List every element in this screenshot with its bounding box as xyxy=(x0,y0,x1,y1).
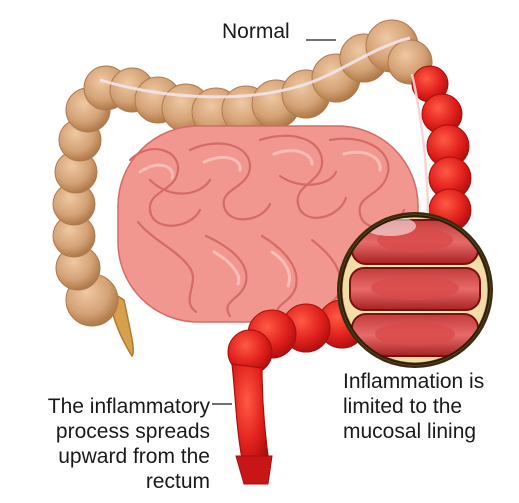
mucosal-lining-label: Inflammation is limited to the mucosal l… xyxy=(343,369,484,444)
magnifier-inset xyxy=(337,212,493,368)
mucosal-line-3: mucosal lining xyxy=(343,419,484,444)
inflammatory-process-label: The inflammatory process spreads upward … xyxy=(48,394,210,494)
normal-label: Normal xyxy=(222,19,290,44)
process-line-1: The inflammatory xyxy=(48,394,210,419)
process-line-4: rectum xyxy=(48,469,210,494)
process-line-3: upward from the xyxy=(48,444,210,469)
process-line-2: process spreads xyxy=(48,419,210,444)
mucosal-line-2: limited to the xyxy=(343,394,484,419)
mucosal-line-1: Inflammation is xyxy=(343,369,484,394)
descending-colon xyxy=(412,66,471,231)
